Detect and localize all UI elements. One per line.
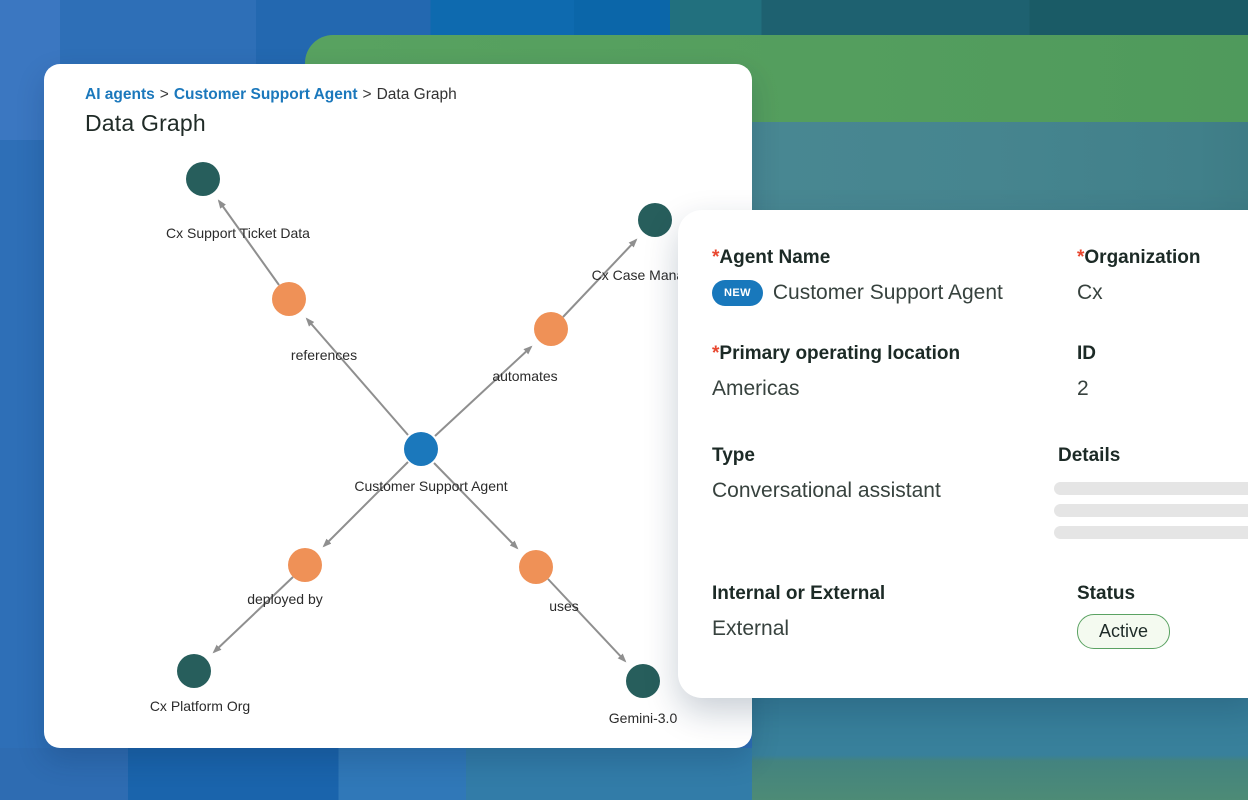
breadcrumb-data-graph: Data Graph bbox=[376, 86, 457, 103]
bg-bottom-left-band bbox=[0, 748, 752, 800]
field-primary-operating-location-label: *Primary operating location bbox=[712, 343, 961, 364]
breadcrumb: AI agents>Customer Support Agent>Data Gr… bbox=[85, 85, 457, 105]
node-gemini-3-0[interactable] bbox=[626, 664, 660, 698]
field-details-label: Details bbox=[1058, 445, 1121, 466]
status-badge: Active bbox=[1077, 614, 1171, 649]
skeleton-line bbox=[1054, 526, 1248, 539]
node-customer-support-agent[interactable] bbox=[404, 432, 438, 466]
field-primary-operating-location: *Primary operating location Americas bbox=[712, 342, 960, 402]
breadcrumb-ai-agents[interactable]: AI agents bbox=[85, 86, 155, 103]
relation-node-automates[interactable] bbox=[534, 312, 568, 346]
field-agent-name: *Agent Name NEW Customer Support Agent bbox=[712, 246, 1003, 306]
node-cx-case-manager[interactable] bbox=[638, 203, 672, 237]
node-label-cx-support-ticket-data: Cx Support Ticket Data bbox=[166, 225, 310, 241]
field-type-value: Conversational assistant bbox=[712, 479, 941, 502]
field-agent-name-label: *Agent Name bbox=[712, 247, 831, 268]
node-label-cx-case-manager: Cx Case Manager bbox=[592, 267, 705, 283]
relation-node-references[interactable] bbox=[272, 282, 306, 316]
skeleton-line bbox=[1054, 504, 1248, 517]
field-type-label: Type bbox=[712, 445, 755, 466]
edge-label-references: references bbox=[291, 347, 357, 363]
field-organization-value: Cx bbox=[1077, 281, 1103, 304]
field-details: Details bbox=[1054, 444, 1248, 548]
field-organization: *Organization Cx bbox=[1077, 246, 1201, 306]
field-agent-name-value: Customer Support Agent bbox=[772, 281, 1003, 304]
data-graph-canvas: Cx Support Ticket Data Cx Case Manager C… bbox=[150, 162, 705, 726]
breadcrumb-separator: > bbox=[159, 86, 169, 103]
breadcrumb-separator: > bbox=[362, 86, 372, 103]
field-primary-operating-location-value: Americas bbox=[712, 377, 800, 400]
skeleton-line bbox=[1054, 482, 1248, 495]
graph-edges bbox=[212, 199, 638, 663]
field-status: Status Active bbox=[1077, 582, 1171, 649]
node-cx-support-ticket-data[interactable] bbox=[186, 162, 220, 196]
breadcrumb-customer-support-agent[interactable]: Customer Support Agent bbox=[173, 86, 358, 103]
required-asterisk: * bbox=[1077, 247, 1085, 268]
field-internal-or-external: Internal or External External bbox=[712, 582, 885, 642]
node-label-gemini-3-0: Gemini-3.0 bbox=[609, 710, 678, 726]
new-badge: NEW bbox=[712, 280, 763, 306]
edge-label-automates: automates bbox=[492, 368, 557, 384]
agent-details-panel: *Agent Name NEW Customer Support Agent *… bbox=[678, 210, 1248, 698]
field-id-value: 2 bbox=[1077, 377, 1089, 400]
details-skeleton bbox=[1054, 482, 1248, 539]
field-type: Type Conversational assistant bbox=[712, 444, 941, 504]
required-asterisk: * bbox=[712, 343, 720, 364]
field-organization-label: *Organization bbox=[1077, 247, 1201, 268]
relation-node-uses[interactable] bbox=[519, 550, 553, 584]
node-label-customer-support-agent: Customer Support Agent bbox=[354, 478, 507, 494]
required-asterisk: * bbox=[712, 247, 720, 268]
field-id-label: ID bbox=[1077, 343, 1096, 364]
data-graph-card: AI agents>Customer Support Agent>Data Gr… bbox=[44, 64, 752, 748]
field-internal-or-external-label: Internal or External bbox=[712, 583, 886, 604]
edge-label-deployed-by: deployed by bbox=[247, 591, 323, 607]
bg-bottom-right-band bbox=[752, 698, 1248, 800]
relation-node-deployed-by[interactable] bbox=[288, 548, 322, 582]
field-id: ID 2 bbox=[1077, 342, 1096, 402]
page-title: Data Graph bbox=[85, 110, 206, 136]
node-label-cx-platform-org: Cx Platform Org bbox=[150, 698, 250, 714]
edge-label-uses: uses bbox=[549, 598, 579, 614]
field-internal-or-external-value: External bbox=[712, 617, 790, 640]
node-cx-platform-org[interactable] bbox=[177, 654, 211, 688]
field-status-label: Status bbox=[1077, 583, 1136, 604]
